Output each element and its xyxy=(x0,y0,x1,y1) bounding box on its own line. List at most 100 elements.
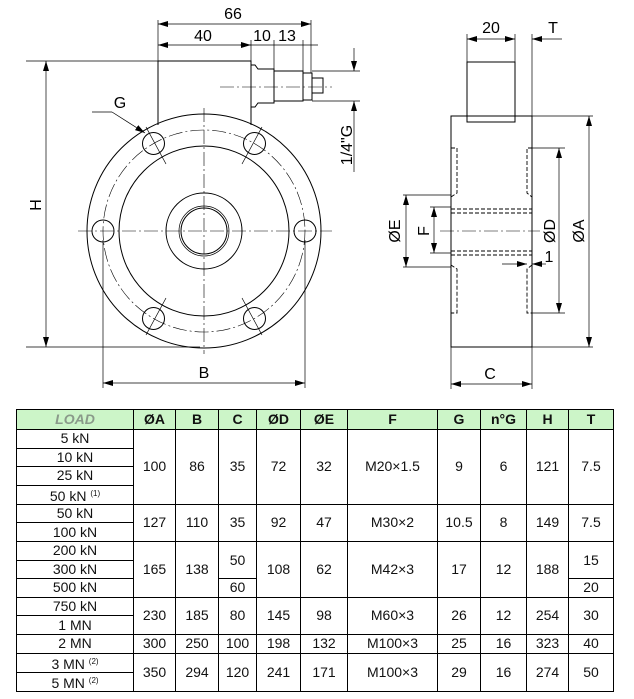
table-row: 5 MN (2) xyxy=(16,671,614,692)
load-value: 750 kN xyxy=(52,598,98,615)
diameter-d-label: ØD xyxy=(542,219,559,243)
load-value: 3 MN xyxy=(51,655,89,672)
side-view: 20 T ØA ØD 1 ØE F C xyxy=(387,20,593,389)
table-cell: 7.5 xyxy=(568,429,614,505)
load-cell: 2 MN xyxy=(16,633,134,654)
table-cell: 350 xyxy=(133,652,176,692)
table-cell: 241 xyxy=(256,652,301,692)
load-cell: 5 MN (2) xyxy=(16,671,134,692)
load-value: 50 kN xyxy=(56,505,94,522)
table-cell: 17 xyxy=(437,540,481,598)
table-row: 100 kN xyxy=(16,522,614,542)
column-header: LOAD xyxy=(16,409,134,430)
table-row: 1 MN xyxy=(16,615,614,635)
table-cell: M42×3 xyxy=(347,540,438,598)
load-cell: 50 kN (1) xyxy=(16,484,134,505)
dim-1: 1 xyxy=(545,249,554,266)
table-cell: 30 xyxy=(568,596,614,635)
table-cell: 8 xyxy=(480,503,527,542)
load-cell: 1 MN xyxy=(16,615,134,635)
column-header: ØA xyxy=(133,409,176,430)
table-cell: 80 xyxy=(218,596,257,635)
table-cell: 120 xyxy=(218,652,257,692)
load-cell: 50 kN xyxy=(16,503,134,524)
table-cell: 25 xyxy=(437,633,481,654)
table-cell: 50 xyxy=(218,540,257,580)
table-cell: 171 xyxy=(300,652,348,692)
c-label: C xyxy=(484,366,496,383)
table-cell: 254 xyxy=(526,596,569,635)
table-cell: 60 xyxy=(218,578,257,598)
load-cell: 750 kN xyxy=(16,596,134,617)
footnote-marker: (2) xyxy=(88,656,99,666)
table-cell: 110 xyxy=(175,503,219,542)
table-cell: 35 xyxy=(218,429,257,505)
load-value: 100 kN xyxy=(52,523,98,540)
table-cell: 29 xyxy=(437,652,481,692)
table-cell: 12 xyxy=(480,540,527,598)
table-cell: 138 xyxy=(175,540,219,598)
column-header: B xyxy=(175,409,219,430)
table-cell: M100×3 xyxy=(347,652,438,692)
table-cell: 149 xyxy=(526,503,569,542)
table-cell: 20 xyxy=(568,578,614,598)
table-cell: M20×1.5 xyxy=(347,429,438,505)
table-cell: 47 xyxy=(300,503,348,542)
table-cell: 50 xyxy=(568,652,614,692)
table-cell: 26 xyxy=(437,596,481,635)
table-row: 300 kN xyxy=(16,559,614,580)
diameter-a-label: ØA xyxy=(571,219,588,242)
table-cell: 121 xyxy=(526,429,569,505)
table-cell: 40 xyxy=(568,633,614,654)
load-value: 200 kN xyxy=(52,542,98,559)
dim-66: 66 xyxy=(224,6,242,23)
column-header: G xyxy=(437,409,481,430)
column-header: C xyxy=(218,409,257,430)
table-cell: 188 xyxy=(526,540,569,598)
table-cell: 132 xyxy=(300,633,348,654)
column-header: T xyxy=(568,409,614,430)
table-cell: 98 xyxy=(300,596,348,635)
table-cell: 230 xyxy=(133,596,176,635)
thread-label: 1/4"G xyxy=(339,125,356,165)
load-value: 1 MN xyxy=(58,616,92,633)
table-cell: 15 xyxy=(568,540,614,580)
column-header: n°G xyxy=(480,409,527,430)
table-cell: 165 xyxy=(133,540,176,598)
table-cell: 294 xyxy=(175,652,219,692)
table-cell: M60×3 xyxy=(347,596,438,635)
column-header: H xyxy=(526,409,569,430)
load-value: 300 kN xyxy=(52,560,98,577)
thread-f-label: F xyxy=(416,226,433,236)
load-value: 5 MN xyxy=(51,674,89,691)
table-cell: 12 xyxy=(480,596,527,635)
table-cell: M30×2 xyxy=(347,503,438,542)
table-row: 10 kN xyxy=(16,447,614,468)
table-cell: 100 xyxy=(133,429,176,505)
load-value: 2 MN xyxy=(58,635,92,652)
load-value: 25 kN xyxy=(56,467,94,484)
dim-10: 10 xyxy=(253,28,271,45)
dim-40: 40 xyxy=(194,28,212,45)
table-cell: 62 xyxy=(300,540,348,598)
table-cell: 274 xyxy=(526,652,569,692)
column-header: ØE xyxy=(300,409,348,430)
t-label: T xyxy=(548,20,558,37)
load-cell: 300 kN xyxy=(16,559,134,580)
load-value: 5 kN xyxy=(60,430,90,447)
table-cell: 9 xyxy=(437,429,481,505)
load-cell: 25 kN xyxy=(16,466,134,486)
load-cell: 100 kN xyxy=(16,522,134,542)
table-cell: 300 xyxy=(133,633,176,654)
load-cell: 200 kN xyxy=(16,540,134,561)
table-cell: M100×3 xyxy=(347,633,438,654)
load-cell: 3 MN (2) xyxy=(16,652,134,673)
load-cell: 5 kN xyxy=(16,429,134,449)
table-cell: 10.5 xyxy=(437,503,481,542)
table-cell: 35 xyxy=(218,503,257,542)
